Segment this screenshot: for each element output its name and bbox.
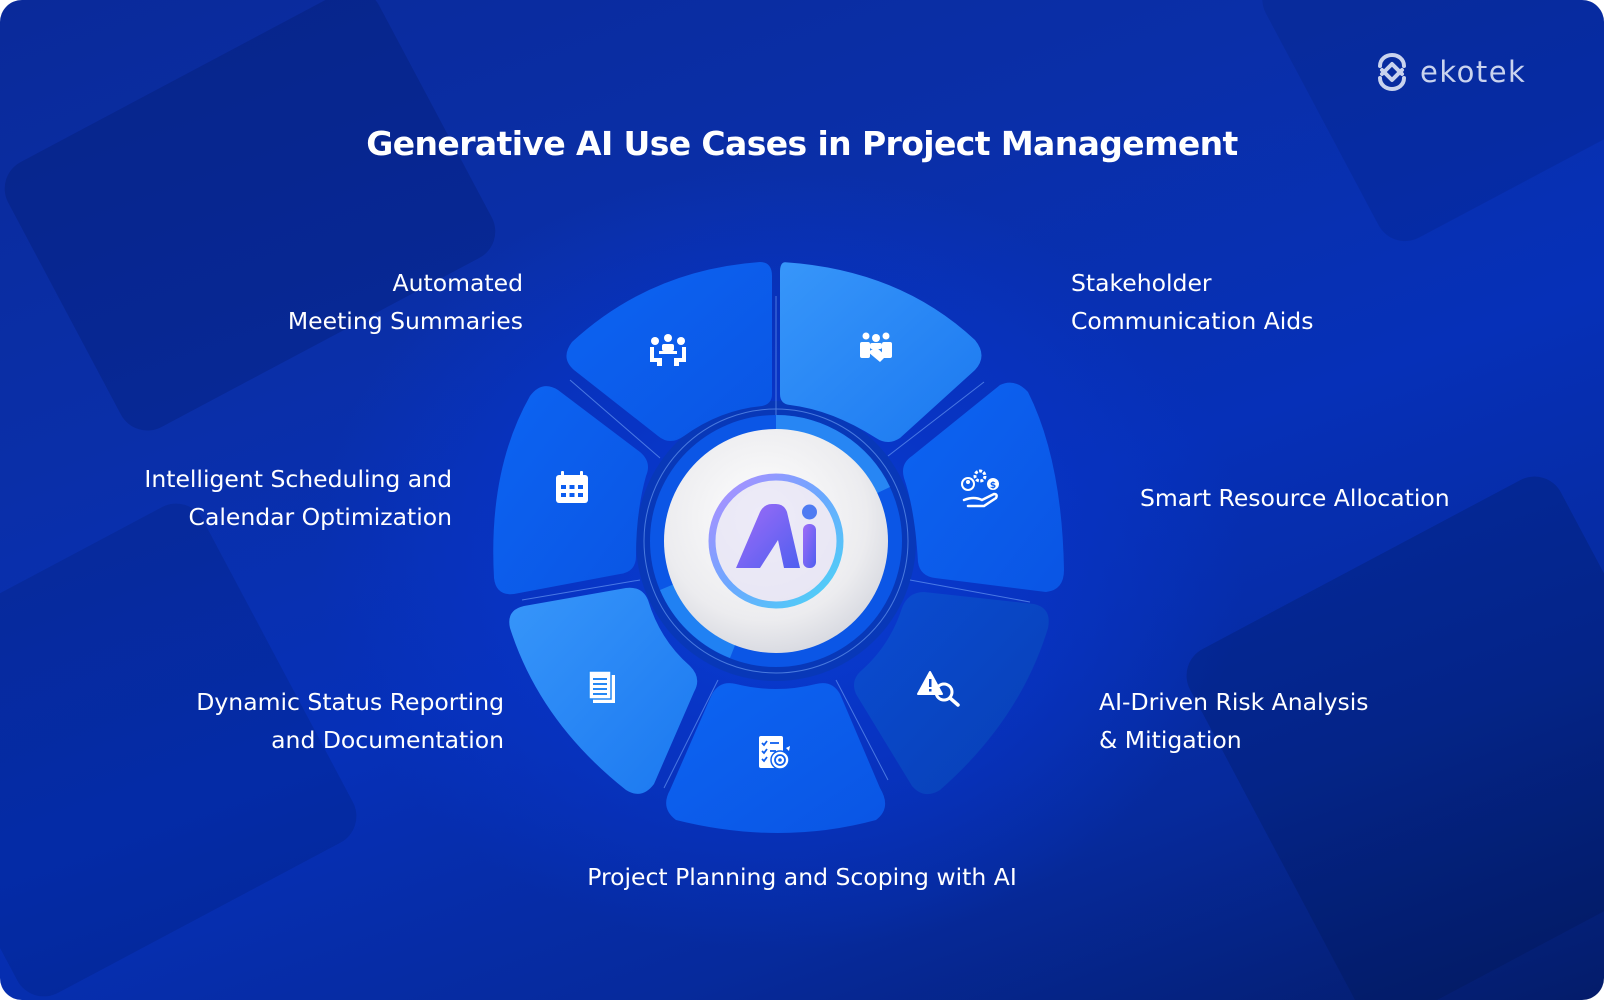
ai-badge-icon xyxy=(708,473,844,609)
calendar-icon xyxy=(556,471,588,503)
brand-name: ekotek xyxy=(1420,55,1527,89)
label-project-planning: Project Planning and Scoping with AI xyxy=(587,863,1017,891)
separator-lines xyxy=(521,296,1031,789)
label-risk-analysis: AI-Driven Risk Analysis & Mitigation xyxy=(1099,688,1369,754)
label-dynamic-status-reporting: Dynamic Status Reporting and Documentati… xyxy=(196,688,504,754)
svg-text:$: $ xyxy=(990,481,996,491)
brand-logo: ekotek xyxy=(1372,52,1526,92)
risk-search-icon xyxy=(917,671,960,707)
meeting-table-icon xyxy=(650,334,686,366)
segment-resource[interactable] xyxy=(903,382,1064,592)
plan-target-icon xyxy=(759,736,790,770)
label-meeting-summaries: Automated Meeting Summaries xyxy=(287,269,523,335)
label-intelligent-scheduling: Intelligent Scheduling and Calendar Opti… xyxy=(144,465,452,531)
handshake-group-icon xyxy=(860,332,892,362)
label-smart-resource-allocation: Smart Resource Allocation xyxy=(1140,484,1450,512)
label-stakeholder-communication: Stakeholder Communication Aids xyxy=(1071,269,1314,335)
resource-hand-icon: $ xyxy=(961,469,999,508)
documents-icon xyxy=(588,670,615,703)
page-title: Generative AI Use Cases in Project Manag… xyxy=(366,124,1238,163)
ekotek-logo-icon xyxy=(1378,53,1406,91)
